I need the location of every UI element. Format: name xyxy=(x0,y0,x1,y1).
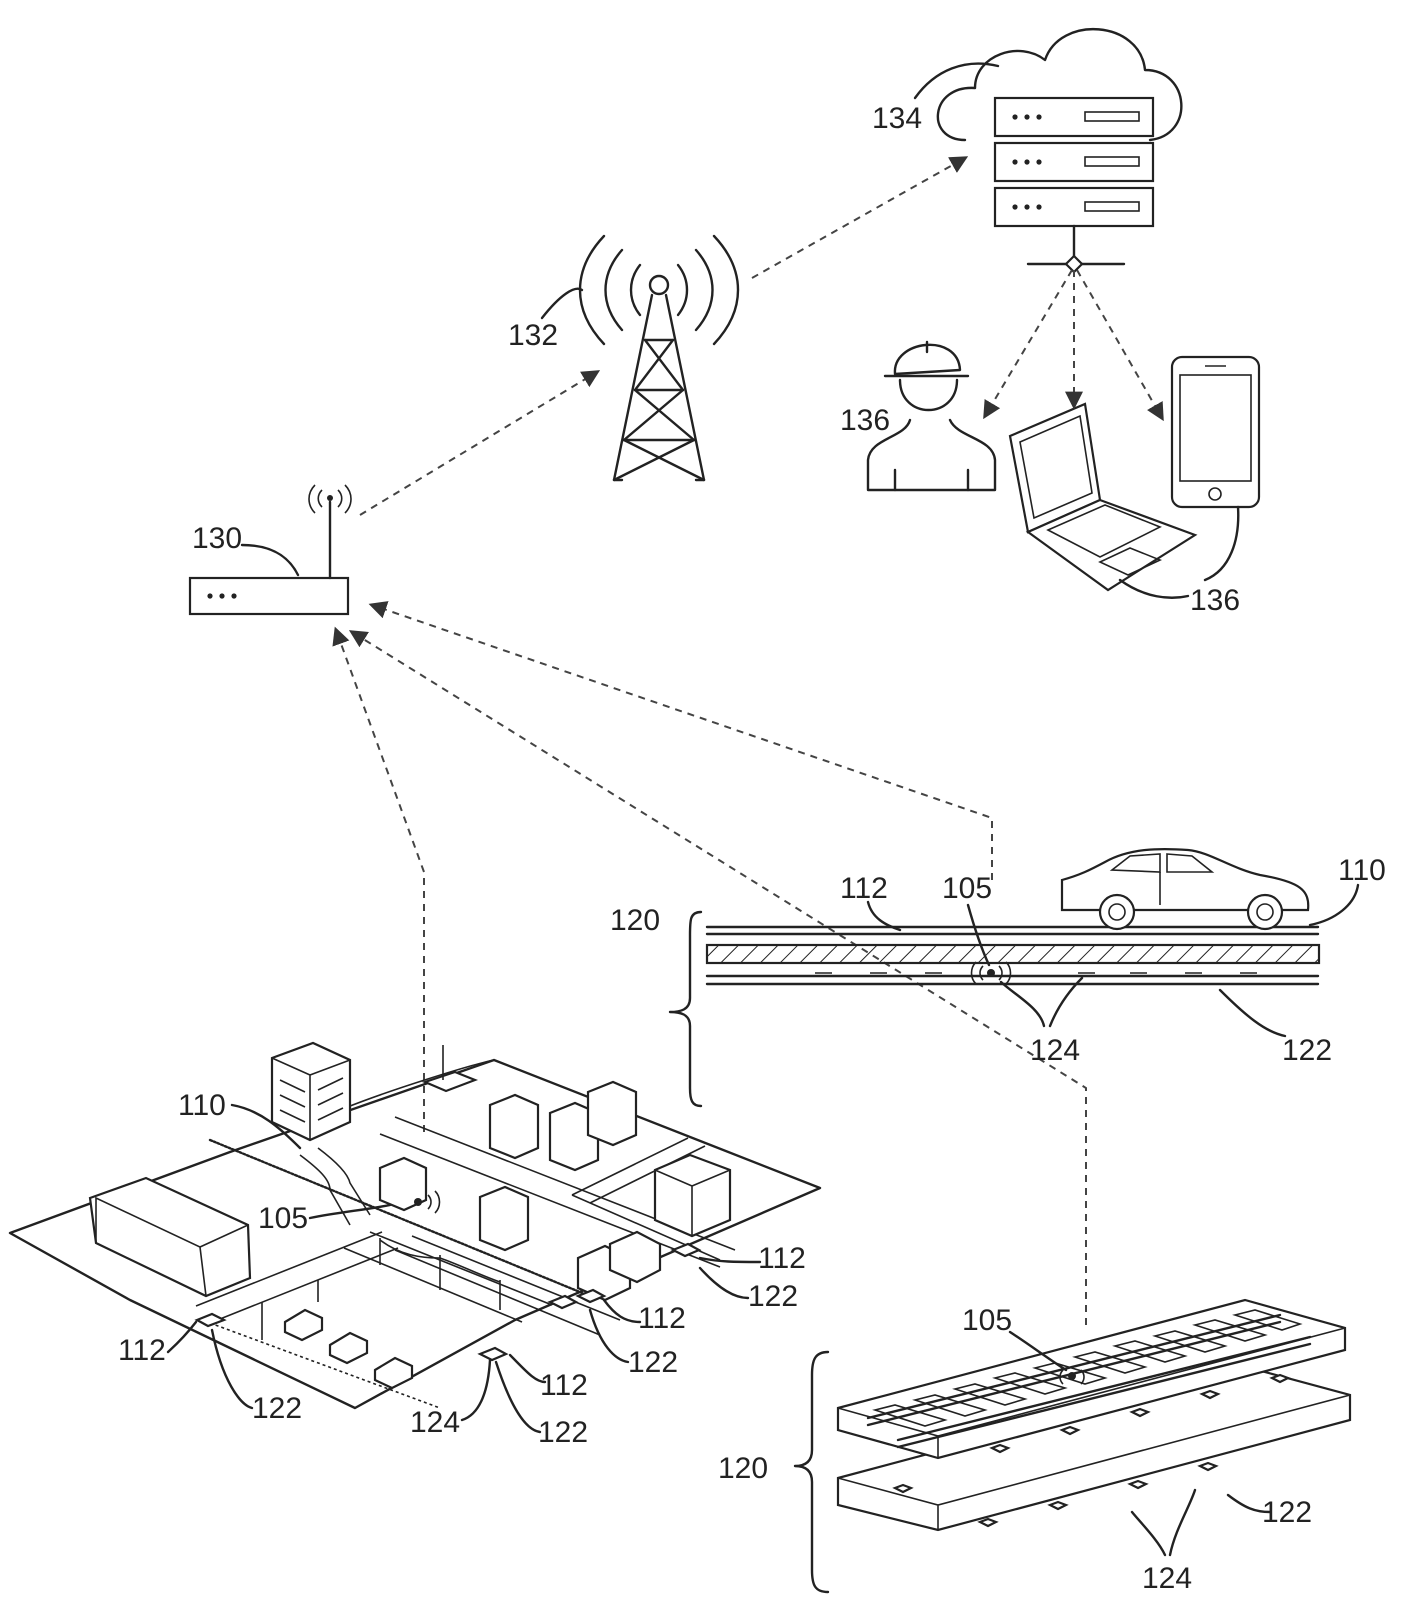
label-112-city-a: 112 xyxy=(758,1242,806,1275)
label-110-road: 110 xyxy=(1338,854,1386,887)
label-120-rail: 120 xyxy=(718,1452,768,1485)
label-136-laptop: 136 xyxy=(1190,584,1240,617)
cell-tower-icon xyxy=(578,234,740,482)
label-120-road: 120 xyxy=(610,904,660,937)
communication-links xyxy=(332,156,1164,1325)
label-110-city: 110 xyxy=(178,1089,226,1122)
label-124-road: 124 xyxy=(1030,1034,1080,1067)
rail-sensor-icon xyxy=(1059,1369,1085,1385)
label-124-city: 124 xyxy=(410,1406,460,1439)
label-124-rail: 124 xyxy=(1142,1562,1192,1595)
label-105-rail: 105 xyxy=(962,1304,1012,1337)
label-112-city-c: 112 xyxy=(118,1334,166,1367)
label-122-city-c: 122 xyxy=(252,1392,302,1425)
label-130: 130 xyxy=(192,522,242,555)
label-105-road: 105 xyxy=(942,872,992,905)
city-sensor-icon xyxy=(414,1190,441,1214)
smartphone-icon xyxy=(1170,355,1261,509)
label-122-city-a: 122 xyxy=(748,1280,798,1313)
label-105-city: 105 xyxy=(258,1202,308,1235)
label-122-city-d: 122 xyxy=(538,1416,588,1449)
laptop-icon xyxy=(1008,402,1198,592)
rail-assembly xyxy=(793,1298,1352,1594)
label-136-worker: 136 xyxy=(840,404,890,437)
label-132: 132 xyxy=(508,319,558,352)
label-122-rail: 122 xyxy=(1262,1496,1312,1529)
worker-icon xyxy=(866,340,997,492)
city-scene xyxy=(8,1041,822,1410)
router-icon xyxy=(188,484,352,616)
label-112-road: 112 xyxy=(840,872,888,905)
label-112-city-b: 112 xyxy=(638,1302,686,1335)
car-icon xyxy=(1060,847,1310,931)
label-122-city-b: 122 xyxy=(628,1346,678,1379)
label-134: 134 xyxy=(872,102,922,135)
label-112-city-d: 112 xyxy=(540,1369,588,1402)
road-cross-section xyxy=(668,910,1321,1108)
label-122-road: 122 xyxy=(1282,1034,1332,1067)
cloud-server-icon xyxy=(936,28,1183,274)
road-sensor-icon xyxy=(970,961,1012,985)
